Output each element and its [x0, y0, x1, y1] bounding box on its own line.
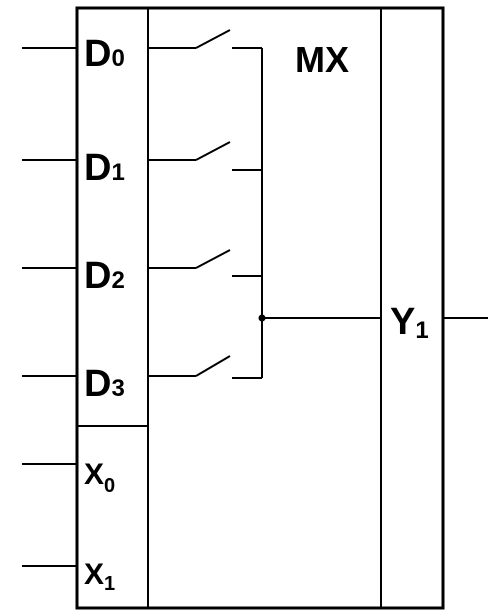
switch-d0 [148, 29, 262, 49]
label-d1: D1 [84, 147, 125, 189]
label-y1: Y1 [390, 301, 429, 344]
junction-dot [258, 314, 266, 322]
switch-d3 [148, 355, 262, 379]
label-d3: D3 [84, 363, 125, 405]
mux-outer-frame [75, 6, 445, 610]
switch-d2 [148, 249, 262, 277]
label-d2: D2 [84, 255, 125, 297]
label-d0: D0 [84, 33, 125, 75]
label-x1: X1 [84, 558, 115, 595]
switch-d1 [148, 141, 262, 171]
block-title: MX [295, 39, 349, 80]
label-x0: X0 [84, 458, 115, 497]
